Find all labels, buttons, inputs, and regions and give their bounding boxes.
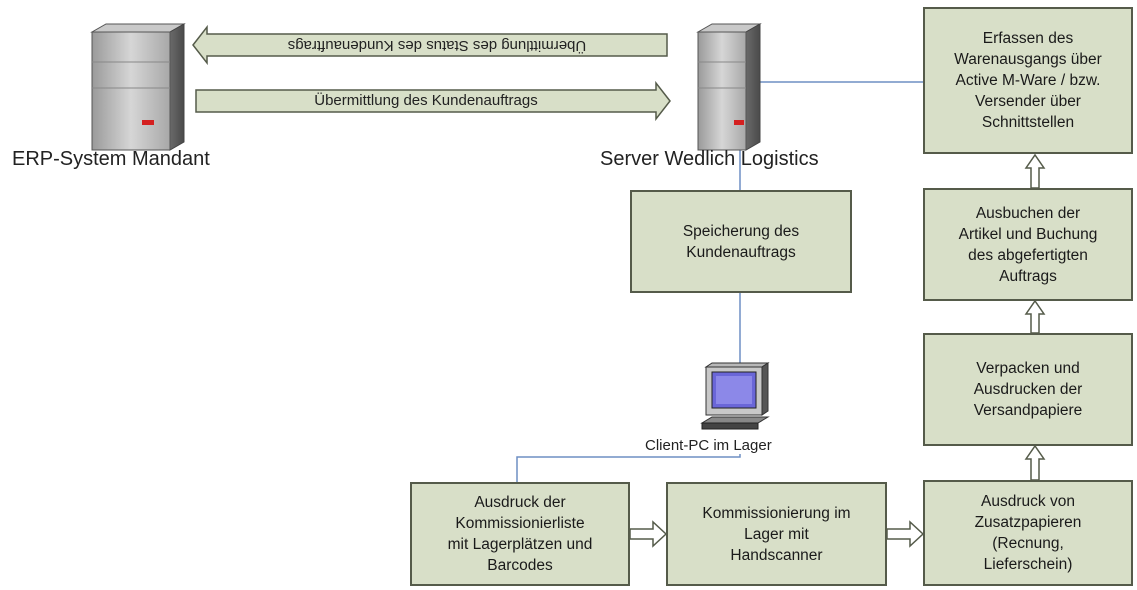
box-kommissionierung: Kommissionierung im Lager mit Handscanne… [666,482,887,586]
right-arrows [629,520,925,548]
order-message: Übermittlung des Kundenauftrags [314,92,538,109]
status-message: Übermittlung des Status des Kundenauftra… [287,37,587,54]
box-erfassen: Erfassen des Warenausgangs über Active M… [923,7,1133,154]
box-verpacken: Verpacken und Ausdrucken der Versandpapi… [923,333,1133,446]
server-icon [90,23,186,151]
order-arrow [195,80,671,122]
up-arrows [1024,153,1046,481]
box-zusatzpapiere: Ausdruck von Zusatzpapieren (Recnung, Li… [923,480,1133,586]
wedlich-server-label: Server Wedlich Logistics [600,148,819,170]
box-ausbuchen: Ausbuchen der Artikel und Buchung des ab… [923,188,1133,301]
status-arrow [192,24,668,66]
client-pc-label: Client-PC im Lager [645,437,772,454]
box-ausdruck-kommissionierliste: Ausdruck der Kommissionierliste mit Lage… [410,482,630,586]
box-speicherung: Speicherung des Kundenauftrags [630,190,852,293]
server-icon [696,23,762,151]
computer-icon [700,362,770,430]
erp-server-label: ERP-System Mandant [12,148,210,170]
